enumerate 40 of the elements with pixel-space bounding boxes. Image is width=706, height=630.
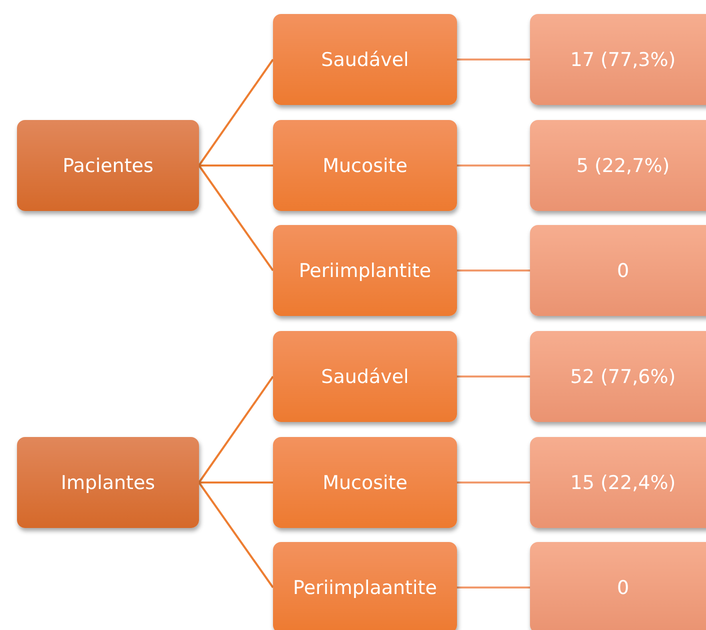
node-label: Periimplantite	[298, 260, 432, 282]
count-box	[530, 120, 706, 211]
connector-line	[457, 482, 530, 484]
status-box	[273, 120, 457, 211]
category-box	[17, 437, 199, 528]
count-box	[530, 14, 706, 105]
count-box	[530, 225, 706, 316]
node-label: 5 (22,7%)	[576, 154, 670, 176]
status-box	[273, 437, 457, 528]
status-box	[273, 225, 457, 316]
node-label: Periimplaantite	[293, 576, 437, 598]
count-box	[530, 331, 706, 422]
node-label: Implantes	[60, 472, 156, 494]
connector-line	[457, 586, 530, 588]
status-box	[273, 331, 457, 422]
connector-line	[199, 482, 273, 484]
connector-line	[199, 164, 273, 166]
node-label: 0	[616, 260, 630, 282]
node-label: 17 (77,3%)	[570, 48, 676, 70]
count-box	[530, 437, 706, 528]
node-label: Pacientes	[62, 154, 154, 176]
connector-line	[198, 164, 274, 272]
count-box	[530, 542, 706, 630]
node-label: Saudável	[321, 48, 409, 70]
node-label: Mucosite	[322, 154, 408, 176]
node-label: Mucosite	[322, 472, 408, 494]
connector-line	[457, 270, 530, 272]
connector-line	[457, 58, 530, 60]
connector-line	[198, 58, 274, 166]
status-box	[273, 14, 457, 105]
connector-line	[457, 164, 530, 166]
node-label: 15 (22,4%)	[570, 472, 676, 494]
node-label: 0	[616, 576, 630, 598]
connector-line	[198, 376, 274, 484]
category-box	[17, 120, 199, 211]
status-box	[273, 542, 457, 630]
connector-line	[198, 482, 274, 588]
node-label: 52 (77,6%)	[570, 366, 676, 388]
node-label: Saudável	[321, 366, 409, 388]
connector-line	[457, 376, 530, 378]
